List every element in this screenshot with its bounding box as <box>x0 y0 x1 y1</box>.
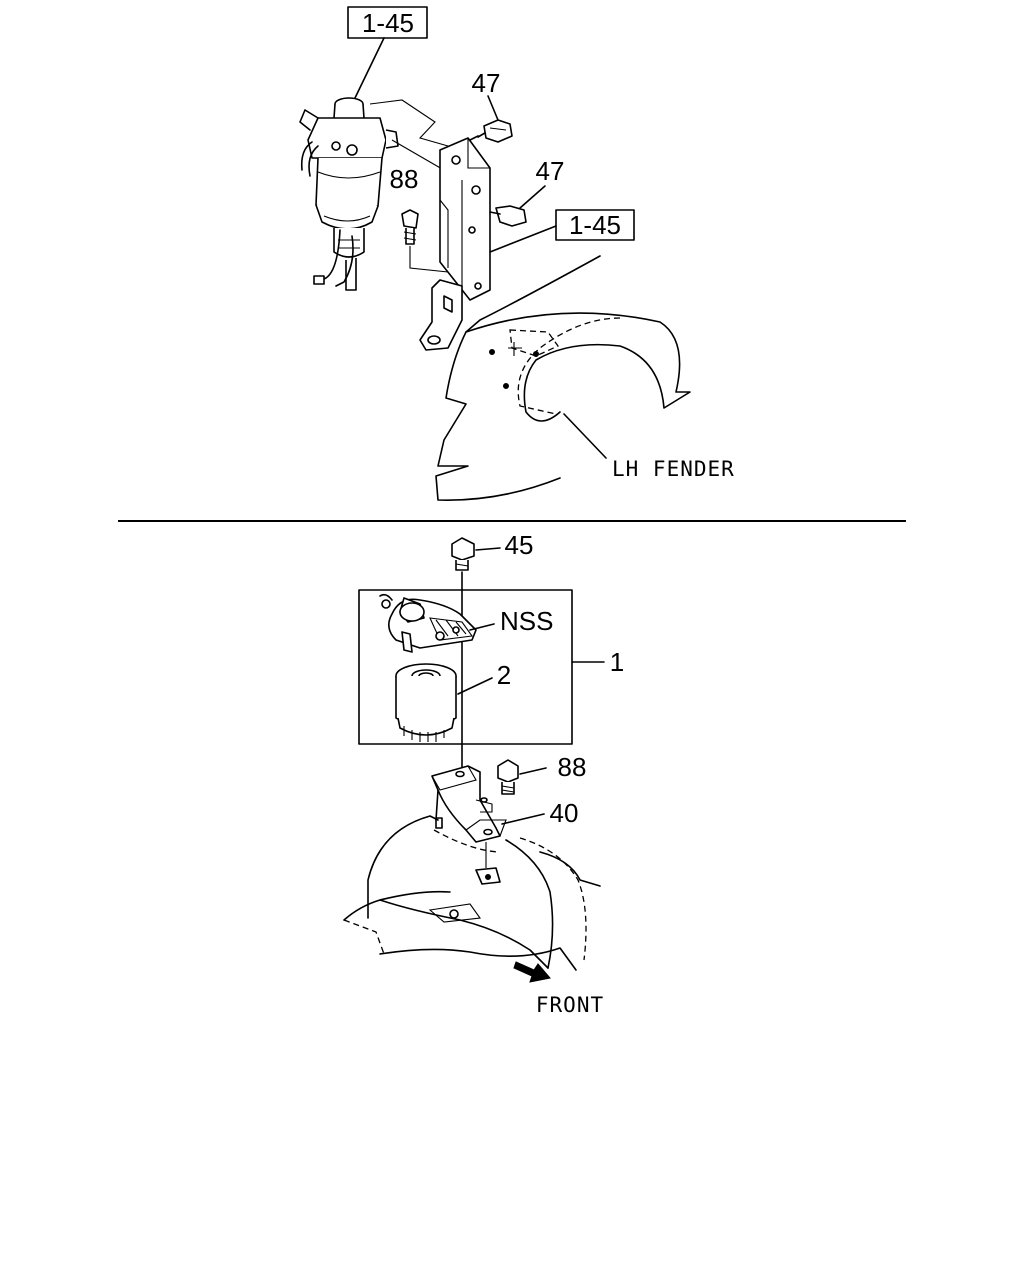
leader-2 <box>457 677 493 695</box>
filter-cartridge[interactable] <box>395 663 457 742</box>
leader-47-upper <box>487 95 499 121</box>
bolt-47-lower[interactable]: 47 <box>489 156 565 227</box>
leader-ref-top <box>354 37 385 99</box>
upper-bracket <box>419 137 491 351</box>
nss-label: NSS <box>500 606 553 636</box>
leader-40 <box>501 813 545 825</box>
leader-nss <box>469 623 495 631</box>
bolt-88-lower-label: 88 <box>558 752 587 782</box>
bolt-45-label: 45 <box>505 530 534 560</box>
wheel-arch <box>343 815 601 971</box>
bolt-88-upper-label: 88 <box>390 164 419 194</box>
bolt-47-upper-label: 47 <box>472 68 501 98</box>
leader-fender <box>563 413 607 459</box>
filter-head <box>379 593 477 653</box>
assembly-line-88 <box>409 246 449 273</box>
lower-illustration: 45 NSS <box>343 530 624 1017</box>
leader-ref-right <box>489 225 557 253</box>
ref-label-top: 1-45 <box>362 8 414 38</box>
filter-label: 2 <box>497 660 511 690</box>
front-arrow-icon <box>513 961 551 983</box>
bolt-47-lower-label: 47 <box>536 156 565 186</box>
front-label: FRONT <box>536 993 604 1017</box>
assembly-line-1 <box>369 99 463 151</box>
lh-fender <box>435 255 691 501</box>
leader-88-lower <box>519 767 547 775</box>
bolt-88-upper[interactable]: 88 <box>390 164 419 245</box>
ref-label-right: 1-45 <box>569 210 621 240</box>
leader-45 <box>475 547 501 551</box>
bracket-40[interactable] <box>431 765 507 843</box>
bracket-label: 40 <box>550 798 579 828</box>
fuel-filter-assembly <box>299 97 399 291</box>
ref-box-right[interactable]: 1-45 <box>555 209 635 241</box>
assembly-1-kit[interactable] <box>358 589 573 745</box>
bolt-47-upper[interactable]: 47 <box>469 68 513 143</box>
upper-illustration: 1-45 <box>299 6 735 501</box>
bolt-88-lower[interactable]: 88 <box>497 752 587 795</box>
ref-box-top[interactable]: 1-45 <box>347 6 428 39</box>
fender-label: LH FENDER <box>612 457 735 481</box>
assembly-label: 1 <box>610 647 624 677</box>
bolt-45[interactable]: 45 <box>451 530 534 571</box>
leader-47-lower <box>519 185 546 209</box>
